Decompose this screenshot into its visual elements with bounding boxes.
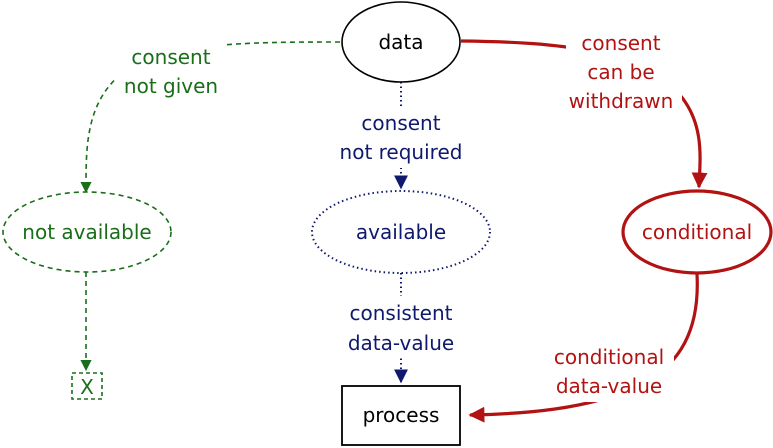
label-line: withdrawn	[569, 89, 674, 113]
label-consent-can-be-withdrawn: consent can be withdrawn	[566, 28, 682, 116]
label-line: data-value	[556, 374, 662, 398]
node-label: conditional	[642, 220, 752, 244]
node-process: process	[341, 385, 461, 446]
node-conditional: conditional	[621, 189, 773, 275]
label-line: conditional	[554, 345, 664, 369]
node-label: data	[378, 30, 423, 54]
label-line: not required	[340, 140, 463, 164]
edge-consent-not-given	[80, 41, 341, 194]
node-label: available	[356, 220, 446, 244]
node-data: data	[341, 1, 461, 83]
label-line: can be	[587, 60, 654, 84]
node-not-available: not available	[2, 191, 172, 273]
node-exit-x: X	[71, 372, 103, 400]
label-consistent-data-value: consistent data-value	[338, 296, 466, 358]
node-label: X	[80, 375, 94, 399]
label-line: consistent	[350, 301, 453, 325]
label-consent-not-given: consent not given	[116, 42, 226, 100]
label-line: not given	[124, 74, 218, 98]
label-line: consent	[581, 31, 660, 55]
node-label: not available	[22, 220, 151, 244]
label-line: data-value	[348, 331, 454, 355]
label-line: consent	[361, 111, 440, 135]
label-conditional-data-value: conditional data-value	[546, 342, 674, 402]
node-available: available	[311, 190, 491, 274]
node-label: process	[363, 403, 440, 427]
label-line: consent	[131, 45, 210, 69]
label-consent-not-required: consent not required	[330, 108, 472, 168]
